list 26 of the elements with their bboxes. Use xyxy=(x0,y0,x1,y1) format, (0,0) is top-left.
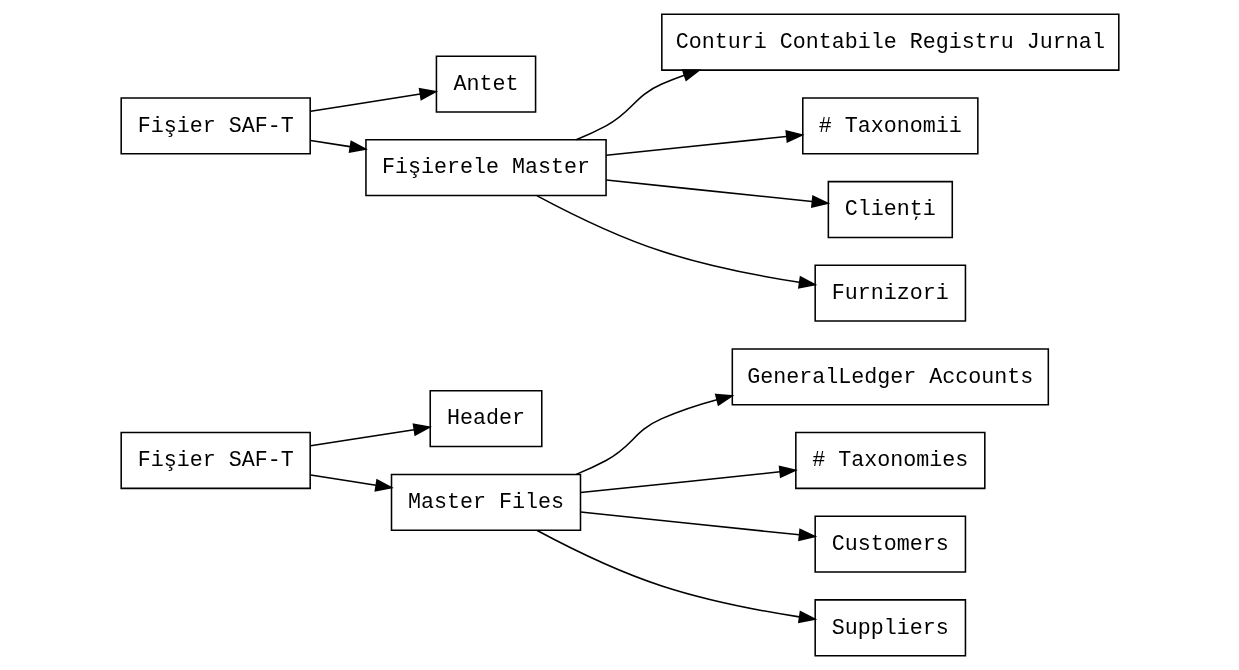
node-box: Clienţi xyxy=(827,180,953,239)
node-box: Suppliers xyxy=(813,599,966,657)
node-box: Antet xyxy=(435,55,536,113)
arrow xyxy=(309,87,438,113)
arrow xyxy=(579,465,798,494)
arrow xyxy=(579,511,817,542)
arrow xyxy=(574,393,734,476)
arrow xyxy=(605,179,830,208)
node-box: Conturi Contabile Registru Jurnal xyxy=(660,13,1120,71)
arrow xyxy=(605,130,805,157)
node-box: Furnizori xyxy=(813,264,966,322)
node-box: Header xyxy=(428,390,543,448)
node-box: Fişierele Master xyxy=(364,139,607,197)
arrow xyxy=(309,423,432,447)
arrow xyxy=(309,474,394,492)
node-box: # Taxonomii xyxy=(801,97,979,155)
node-box: Customers xyxy=(813,515,966,573)
arrow xyxy=(309,139,368,154)
node-box: Fişier SAF-T xyxy=(119,431,311,490)
node-box: # Taxonomies xyxy=(794,431,986,490)
arrow xyxy=(535,195,817,289)
node-box: Master Files xyxy=(390,473,581,531)
arrow xyxy=(574,69,701,141)
node-box: GeneralLedger Accounts xyxy=(731,348,1049,406)
node-box: Fişier SAF-T xyxy=(119,97,311,155)
arrow xyxy=(535,529,817,624)
